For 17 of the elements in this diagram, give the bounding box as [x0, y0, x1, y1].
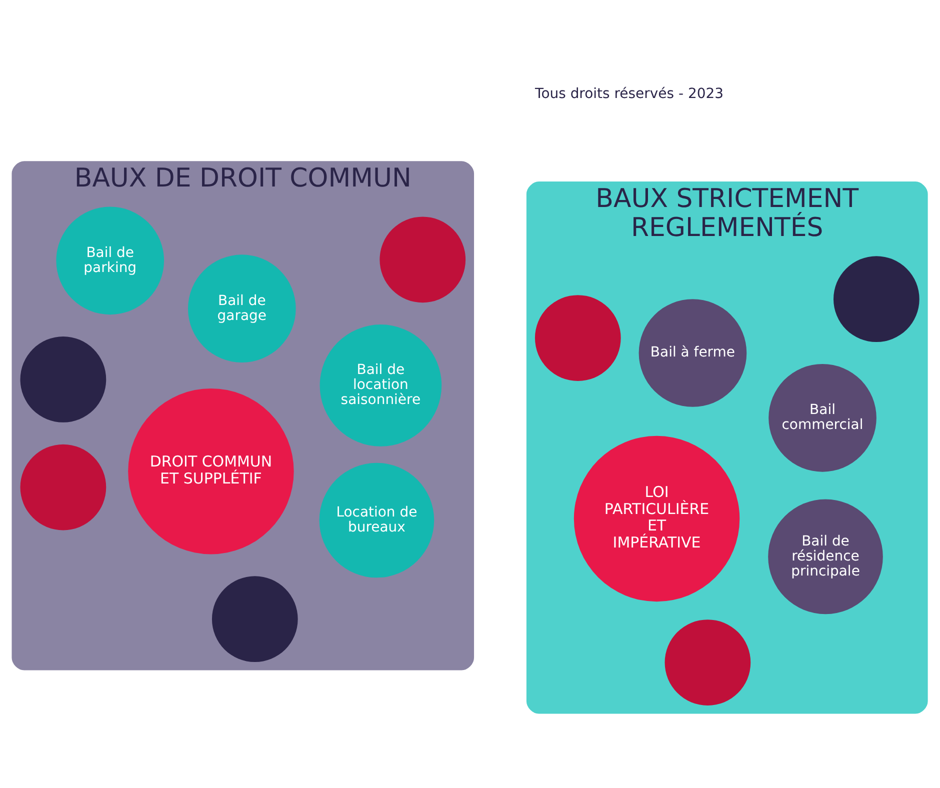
node-circle — [212, 576, 298, 662]
node-circle — [20, 336, 106, 422]
node-circle: Bail de parking — [56, 206, 164, 314]
node-circle: Bail à ferme — [638, 298, 747, 406]
node-circle: Bail de garage — [188, 254, 296, 362]
node-circle: Bail de résidence principale — [768, 498, 883, 614]
node-circle: LOI PARTICULIÈRE ET IMPÉRATIVE — [574, 435, 740, 602]
node-circle — [534, 294, 621, 380]
node-circle — [380, 216, 466, 302]
node-circle: Bail commercial — [768, 364, 876, 472]
label: Tous droits réservés - 2023 — [535, 85, 724, 102]
node-circle: Bail de location saisonnière — [320, 324, 442, 446]
node-circle — [834, 256, 920, 342]
node-circle — [20, 444, 106, 530]
node-circle: Location de bureaux — [319, 462, 434, 578]
node-circle — [664, 619, 751, 705]
node-circle: DROIT COMMUN ET SUPPLÉTIF — [128, 388, 294, 554]
